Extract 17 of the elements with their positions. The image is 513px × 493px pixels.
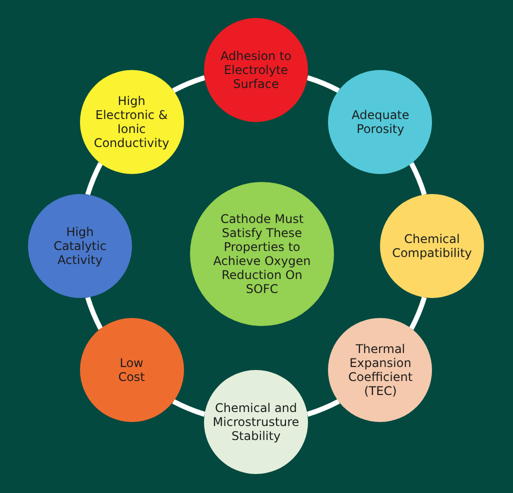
- circle-label: Chemical and Microstrusture Stability: [212, 401, 300, 443]
- connector-line: [306, 75, 340, 93]
- connector-line: [85, 162, 103, 196]
- circle-label: Thermal Expansion Coefficient (TEC): [347, 342, 414, 398]
- connector-line: [306, 399, 340, 417]
- circle-label: High Catalytic Activity: [52, 225, 108, 267]
- connector-line: [85, 296, 103, 330]
- connector-line: [409, 296, 427, 330]
- circle-label: Low Cost: [117, 356, 146, 384]
- circle-label: Adequate Porosity: [350, 108, 410, 136]
- connector-line: [172, 75, 206, 93]
- circle-label: Adhesion to Electrolyte Surface: [220, 49, 292, 91]
- circle-label: Cathode Must Satisfy These Properties to Achieve Oxygen Reduction On SOFC: [212, 212, 312, 296]
- connector-line: [409, 162, 427, 196]
- circle-label: Chemical Compatibility: [391, 232, 473, 260]
- circle-label: High Electronic & Ionic Conductivity: [92, 94, 170, 150]
- connector-line: [172, 399, 206, 417]
